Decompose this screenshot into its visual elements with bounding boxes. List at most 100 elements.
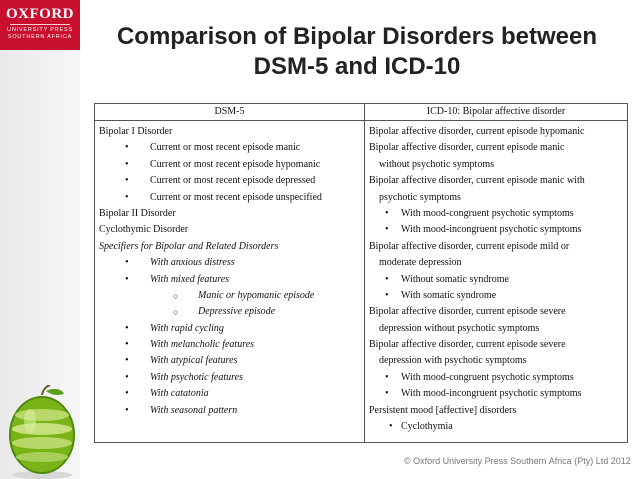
icd10-list-item: Bipolar affective disorder, current epis… xyxy=(365,173,627,189)
bullet-icon: • xyxy=(125,191,129,203)
dsm5-header: DSM-5 xyxy=(95,104,364,121)
bullet-icon: • xyxy=(125,142,129,154)
icd10-item-text: With somatic syndrome xyxy=(401,289,497,301)
dsm5-item-text: With rapid cycling xyxy=(150,322,224,334)
dsm5-list: Bipolar I Disorder • Current or most recen… xyxy=(95,121,364,419)
dsm5-list-item: ○ Manic or hypomanic episode xyxy=(95,288,364,304)
icd10-list-item: • Without somatic syndrome xyxy=(365,272,627,288)
icd10-list-item: Bipolar affective disorder, current epis… xyxy=(365,239,627,255)
bullet-icon: • xyxy=(125,371,129,383)
dsm5-list-item: Cyclothymic Disorder xyxy=(95,222,364,238)
title-line-1: Comparison of Bipolar Disorders between xyxy=(116,23,598,50)
dsm5-list-item: • With catatonia xyxy=(95,386,364,402)
dsm5-list-item: •With seasonal pattern xyxy=(95,403,364,419)
bullet-icon: • xyxy=(125,175,129,187)
bullet-icon: • xyxy=(125,158,129,170)
bullet-icon: • xyxy=(385,289,389,301)
dsm5-list-item: • With mixed features xyxy=(95,272,364,288)
slide-title: Comparison of Bipolar Disorders between … xyxy=(92,22,622,82)
dsm5-item-text: With mixed features xyxy=(150,273,230,285)
icd10-column: ICD-10: Bipolar affective disorder Bipol… xyxy=(365,104,627,442)
icd10-item-text: Bipolar affective disorder, current epis… xyxy=(369,306,566,318)
icd10-list-item: Persistent mood [affective] disorders xyxy=(365,403,627,419)
copyright-footer: © Oxford University Press Southern Afric… xyxy=(404,456,631,466)
icd10-list-item: without psychotic symptoms xyxy=(365,157,627,173)
dsm5-item-text: Current or most recent episode hypomanic xyxy=(150,158,321,170)
bullet-icon: • xyxy=(389,421,393,433)
icd10-item-text: Persistent mood [affective] disorders xyxy=(369,404,517,416)
icd10-list-item: •With mood-incongruent psychotic symptom… xyxy=(365,222,627,238)
bullet-icon: • xyxy=(125,339,129,351)
dsm5-item-text: With melancholic features xyxy=(150,339,255,351)
dsm5-item-text: With catatonia xyxy=(150,388,209,400)
dsm5-list-item: • Current or most recent episode manic xyxy=(95,140,364,156)
bullet-icon: • xyxy=(125,388,129,400)
icd10-item-text: without psychotic symptoms xyxy=(379,158,494,170)
dsm5-list-item: • With anxious distress xyxy=(95,255,364,271)
dsm5-list-item: • With melancholic features xyxy=(95,337,364,353)
bullet-icon: • xyxy=(125,257,129,269)
icd10-item-text: depression without psychotic symptoms xyxy=(379,322,540,334)
icd10-list-item: Bipolar affective disorder, current epis… xyxy=(365,304,627,320)
dsm5-list-item: ○Depressive episode xyxy=(95,304,364,320)
icd10-list-item: Bipolar affective disorder, current epis… xyxy=(365,124,627,140)
icd10-item-text: psychotic symptoms xyxy=(379,191,461,203)
icd10-item-text: With mood-incongruent psychotic symptoms xyxy=(401,388,582,400)
icd10-item-text: Bipolar affective disorder, current epis… xyxy=(369,339,566,351)
dsm5-item-text: Manic or hypomanic episode xyxy=(198,289,315,301)
dsm5-item-text: Cyclothymic Disorder xyxy=(99,224,189,236)
icd10-list-item: • Cyclothymia xyxy=(365,419,627,435)
icd10-list-item: •With mood-incongruent psychotic symptom… xyxy=(365,386,627,402)
icd10-item-text: Bipolar affective disorder, current epis… xyxy=(369,175,585,187)
icd10-item-text: moderate depression xyxy=(379,257,462,269)
icd10-list-item: depression without psychotic symptoms xyxy=(365,321,627,337)
bullet-icon: ○ xyxy=(173,290,179,301)
icd10-item-text: With mood-incongruent psychotic symptoms xyxy=(401,224,582,236)
dsm5-column: DSM-5 Bipolar I Disorder • Current or most… xyxy=(95,104,365,442)
icd10-item-text: With mood-congruent psychotic symptoms xyxy=(401,207,574,219)
dsm5-item-text: Bipolar I Disorder xyxy=(99,126,173,137)
dsm5-list-item: Bipolar II Disorder xyxy=(95,206,364,222)
dsm5-list-item: Bipolar I Disorder xyxy=(95,124,364,140)
icd10-header: ICD-10: Bipolar affective disorder xyxy=(365,104,627,121)
dsm5-item-text: With psychotic features xyxy=(150,371,243,383)
dsm5-list-item: Specifiers for Bipolar and Related Disor… xyxy=(95,239,364,255)
bullet-icon: • xyxy=(125,322,129,334)
icd10-item-text: Cyclothymia xyxy=(401,421,453,433)
icd10-list-item: Bipolar affective disorder, current epis… xyxy=(365,140,627,156)
oxford-logo: OXFORD UNIVERSITY PRESS SOUTHERN AFRICA xyxy=(0,0,80,50)
bullet-icon: • xyxy=(385,371,389,383)
icd10-list-item: • With mood-congruent psychotic symptoms xyxy=(365,370,627,386)
icd10-list-item: moderate depression xyxy=(365,255,627,271)
dsm5-item-text: With atypical features xyxy=(150,355,238,367)
dsm5-list-item: • Current or most recent episode depresse… xyxy=(95,173,364,189)
icd10-list-item: Bipolar affective disorder, current epis… xyxy=(365,337,627,353)
dsm5-item-text: Current or most recent episode unspecifi… xyxy=(150,191,322,203)
bullet-icon: • xyxy=(385,273,389,285)
green-apple-icon xyxy=(9,385,75,479)
icd10-list-item: depression with psychotic symptoms xyxy=(365,353,627,369)
logo-line-2: SOUTHERN AFRICA xyxy=(7,34,73,40)
dsm5-list-item: • With psychotic features xyxy=(95,370,364,386)
icd10-item-text: With mood-congruent psychotic symptoms xyxy=(401,371,574,383)
dsm5-item-text: Current or most recent episode depressed xyxy=(150,175,316,187)
dsm5-list-item: • With atypical features xyxy=(95,353,364,369)
dsm5-list-item: • Current or most recent episode hypomani… xyxy=(95,157,364,173)
bullet-icon: • xyxy=(125,355,129,367)
title-line-2: DSM-5 and ICD-10 xyxy=(253,53,461,80)
bullet-icon: ○ xyxy=(173,307,179,318)
icd10-item-text: Without somatic syndrome xyxy=(401,273,509,285)
icd10-list-item: • With somatic syndrome xyxy=(365,288,627,304)
icd10-item-text: Bipolar affective disorder, current epis… xyxy=(369,240,570,252)
icd10-item-text: Bipolar affective disorder, current epis… xyxy=(369,142,565,154)
icd10-list-item: psychotic symptoms xyxy=(365,190,627,206)
logo-line-1: UNIVERSITY PRESS xyxy=(7,27,73,33)
bullet-icon: • xyxy=(125,273,129,285)
bullet-icon: • xyxy=(125,404,129,416)
icd10-list-item: •With mood-congruent psychotic symptoms xyxy=(365,206,627,222)
dsm5-item-text: Current or most recent episode manic xyxy=(150,142,301,154)
logo-name: OXFORD xyxy=(6,6,74,22)
dsm5-item-text: With anxious distress xyxy=(150,257,235,269)
icd10-item-text: Bipolar affective disorder, current epis… xyxy=(369,126,585,137)
icd10-list: Bipolar affective disorder, current epis… xyxy=(365,121,627,435)
